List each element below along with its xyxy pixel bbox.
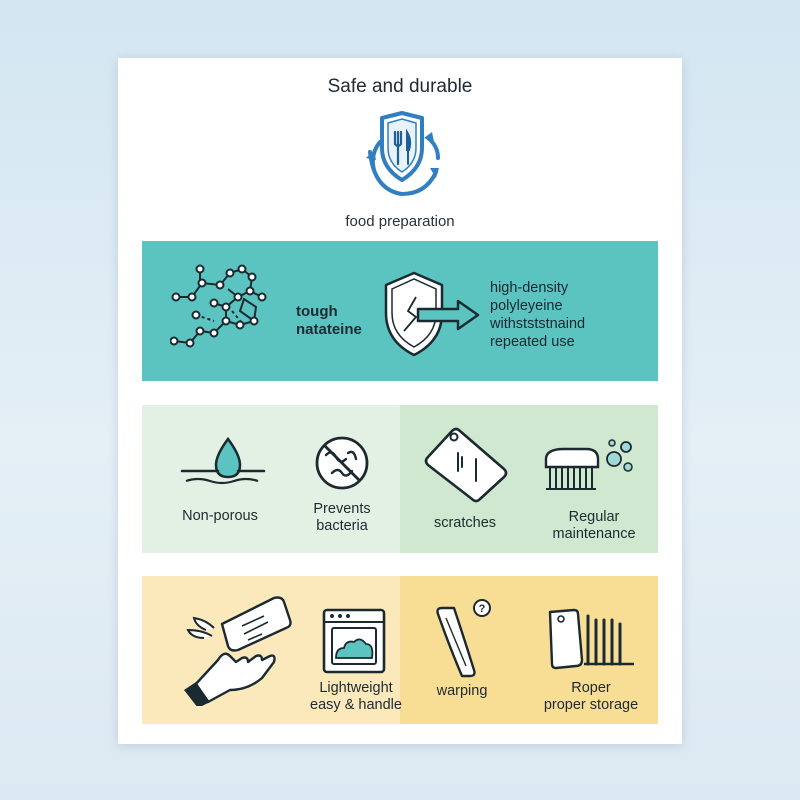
prevents-bacteria-label: Prevents bacteria (284, 501, 400, 535)
scratches-label: scratches (410, 515, 520, 532)
teal-right-line-2: polyleyeine (490, 298, 563, 314)
scratched-board-icon (424, 427, 508, 503)
proper-storage-line-1: Roper (571, 680, 611, 696)
scratches-line-1: scratches (433, 515, 497, 531)
teal-right-line-3: withstststnaind (490, 316, 586, 332)
teal-right-line-1: high-density (490, 280, 569, 296)
molecule-icon (170, 264, 267, 348)
lightweight-label: Lightweight easy & handle (300, 680, 412, 714)
teal-right-line-4: repeated use (490, 334, 575, 350)
warped-board-icon: ? (436, 599, 491, 678)
lightweight-line-2: easy & handle (310, 697, 402, 713)
page-subtitle: food preparation (345, 213, 455, 230)
regular-maintenance-line-1: Regular (568, 509, 620, 525)
regular-maintenance-label: Regular maintenance (534, 509, 654, 543)
shield-utensils-icon (366, 111, 440, 197)
scrub-brush-icon (544, 439, 633, 490)
shield-arrow-icon (384, 271, 480, 357)
non-porous-label: Non-porous (160, 508, 280, 525)
proper-storage-line-2: proper storage (543, 697, 639, 713)
warping-label: warping (412, 683, 512, 700)
proper-storage-label: Roper proper storage (526, 680, 656, 714)
svg-text:?: ? (479, 603, 486, 615)
prevents-bacteria-line-2: bacteria (316, 518, 368, 534)
teal-right-label: high-density polyleyeine withstststnaind… (490, 279, 585, 351)
teal-left-line-2: natateine (296, 321, 362, 338)
lightweight-hand-icon (184, 596, 292, 706)
lightweight-line-1: Lightweight (319, 680, 393, 696)
teal-left-line-1: tough (296, 303, 338, 320)
prevents-bacteria-line-1: Prevents (313, 501, 371, 517)
regular-maintenance-line-2: maintenance (552, 526, 636, 542)
infographic-card: Safe and durable food preparation (118, 58, 682, 744)
teal-band: tough natateine high-density polyleyeine… (142, 241, 658, 381)
page-title: Safe and durable (327, 76, 473, 97)
warping-line-1: warping (436, 683, 488, 699)
water-drop-icon (180, 436, 266, 485)
dishwasher-icon (322, 608, 386, 674)
yellow-band: Lightweight easy & handle ? warping Rope… (142, 576, 658, 724)
board-rack-icon (548, 608, 634, 670)
no-bacteria-icon (315, 436, 369, 490)
green-band: Non-porous Prevents bacteria scratches (142, 405, 658, 553)
teal-left-label: tough natateine (296, 303, 362, 339)
non-porous-line-1: Non-porous (182, 508, 258, 524)
